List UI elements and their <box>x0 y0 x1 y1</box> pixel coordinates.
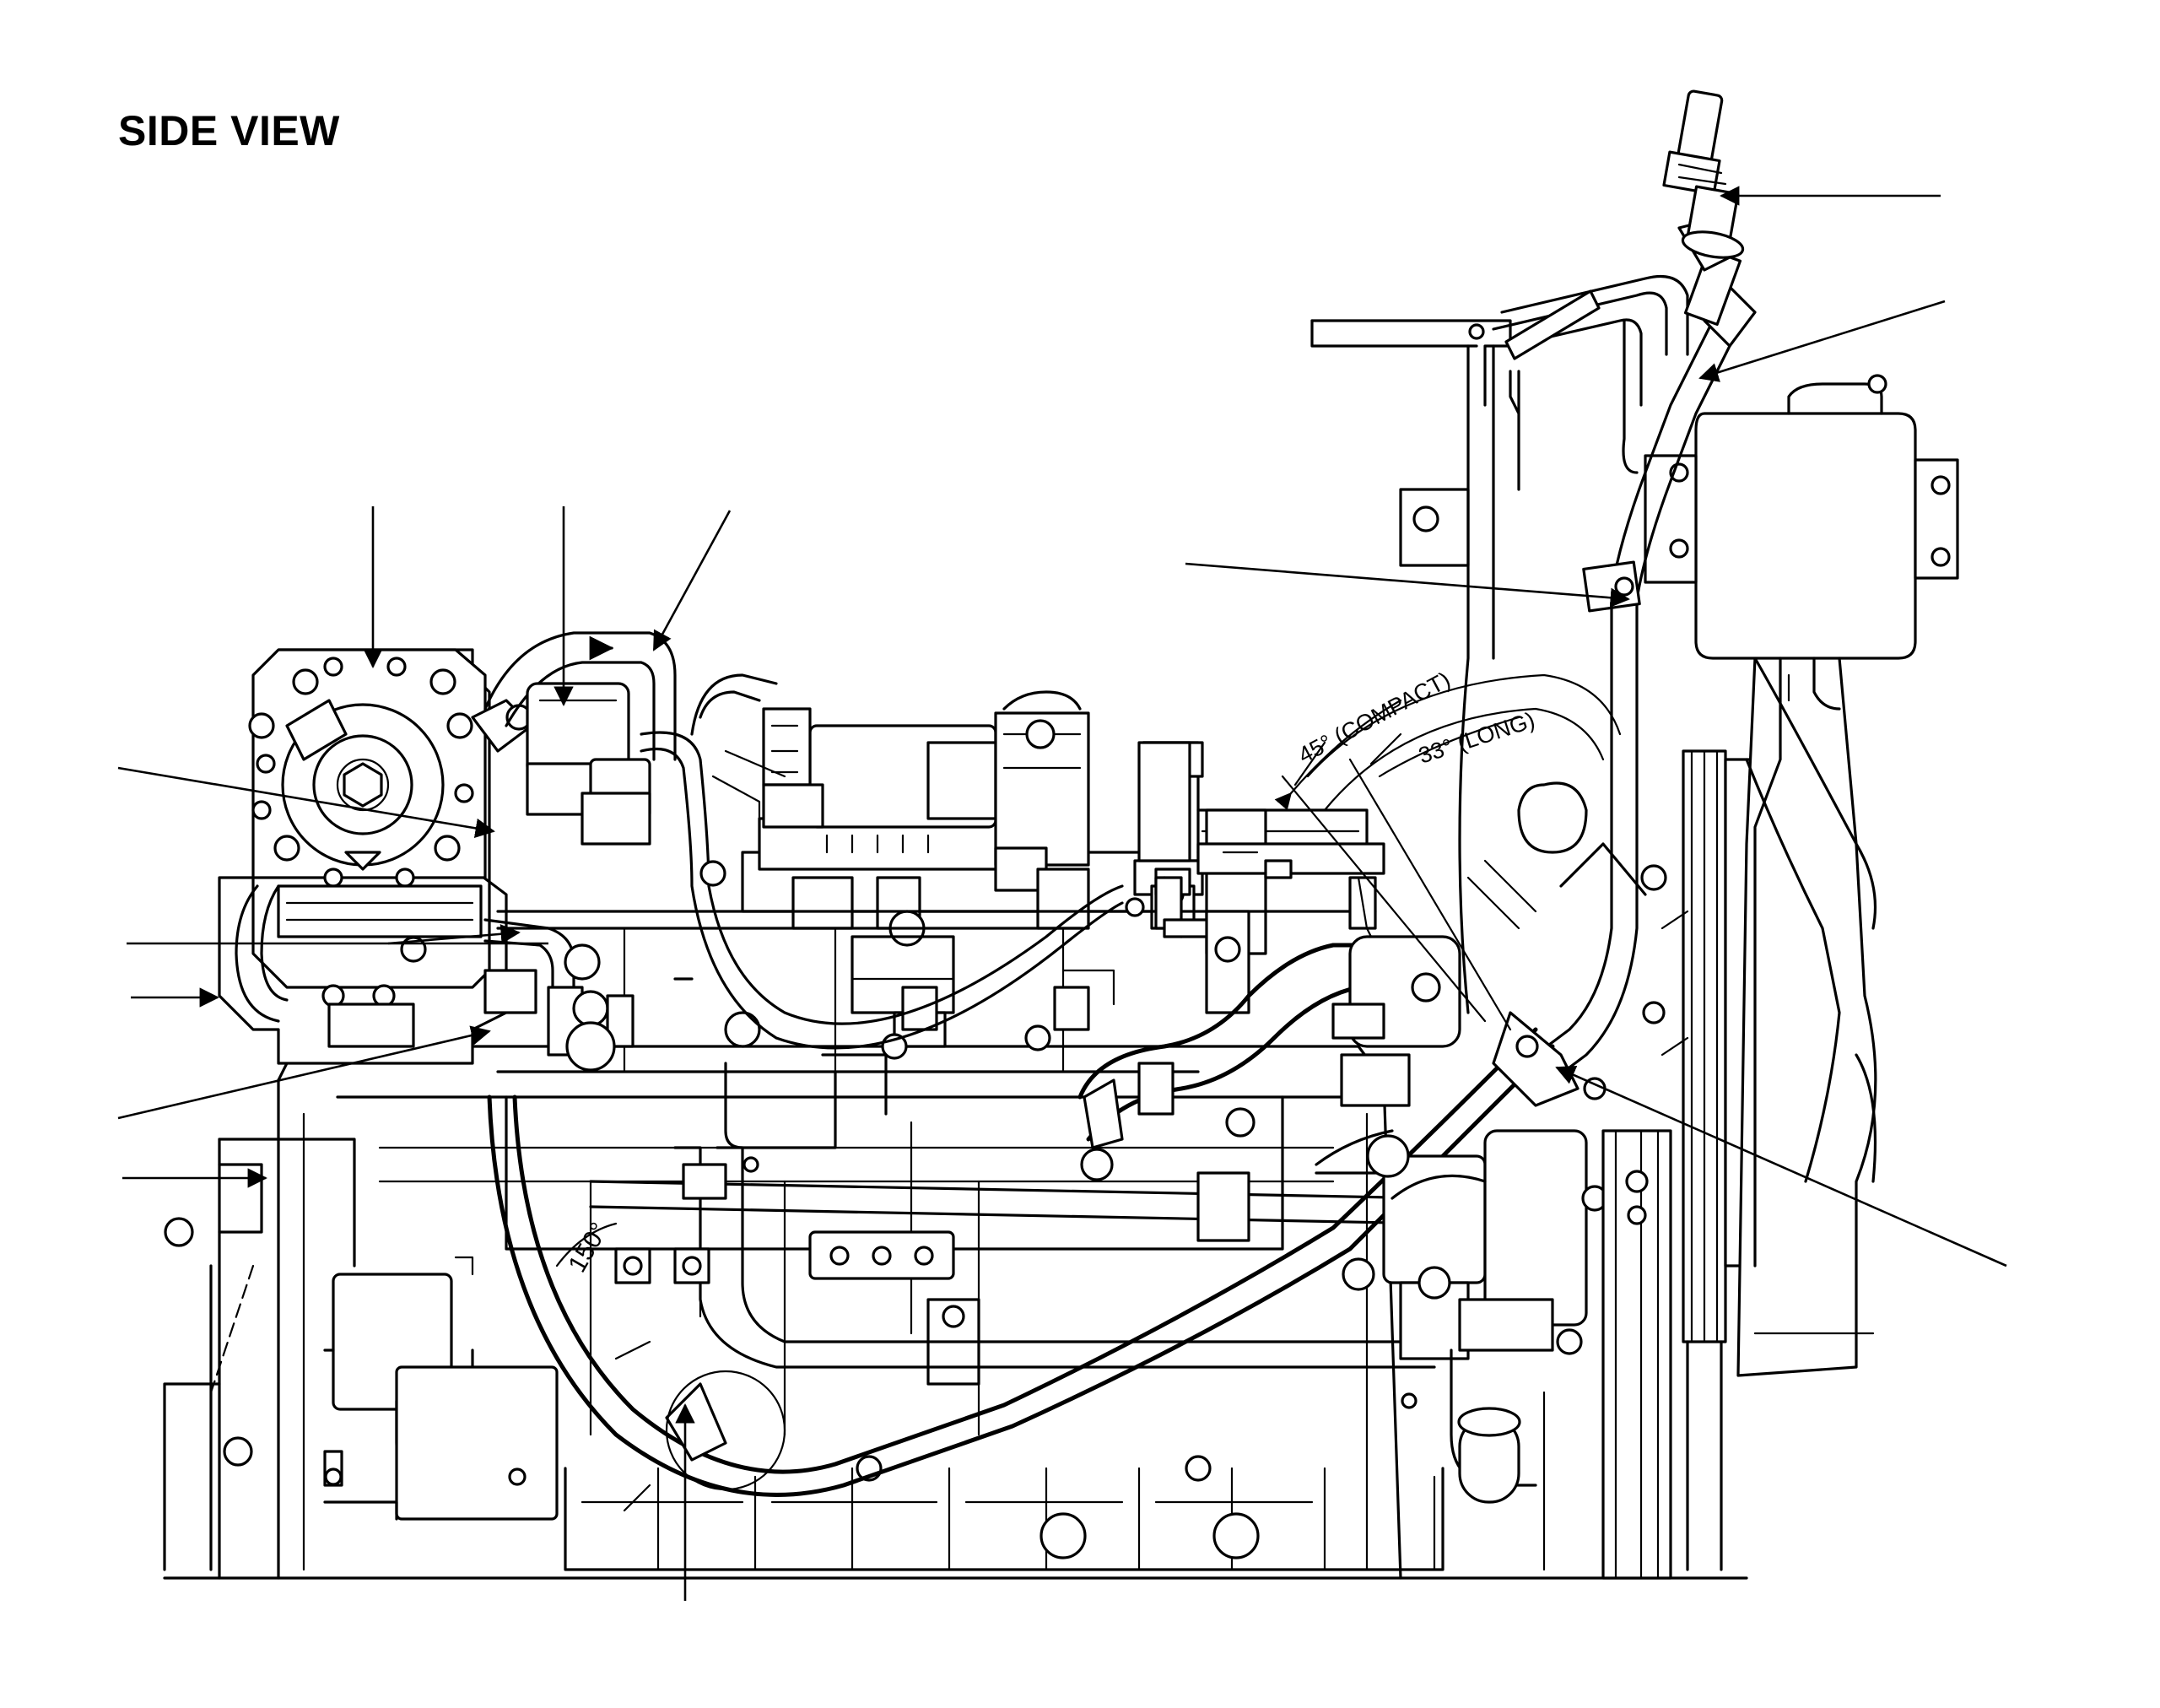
leader-fitting-c <box>117 1025 491 1120</box>
ac-compressor <box>218 648 533 1065</box>
receiver-drier <box>526 682 651 846</box>
leader-lower-clamp <box>1555 1065 2007 1267</box>
coolant-hose <box>1077 935 1461 1149</box>
top-fitting <box>1662 89 1745 259</box>
alternator-area <box>1315 842 1667 1178</box>
leader-fitting-a <box>117 766 495 838</box>
starter-motor <box>209 1256 559 1521</box>
timing-cover <box>1306 673 1622 930</box>
fuel-injection-components <box>690 673 1385 1048</box>
leader-lines <box>117 186 2007 1601</box>
water-pump-assembly <box>1315 1129 1608 1571</box>
lower-tubes <box>589 1146 1436 1386</box>
leader-fitting-b <box>387 924 521 945</box>
flywheel-housing <box>163 1163 263 1571</box>
radiator-frame <box>1310 274 1689 1014</box>
coolant-reservoir <box>1644 374 1959 1267</box>
crank-pulley <box>1601 1129 1672 1580</box>
fuel-return-hose <box>640 731 1145 1050</box>
leader-hose-upper <box>1698 300 1946 382</box>
cylinder-head <box>496 910 1377 1149</box>
cooling-fan <box>1736 657 1877 1377</box>
injector-lines <box>1137 741 1377 1014</box>
diagram-title: SIDE VIEW <box>118 107 340 154</box>
leader-discharge-hose <box>652 510 732 651</box>
engine-block <box>163 1045 1748 1580</box>
leader-hose-clip <box>1185 562 1630 608</box>
ac-discharge-hose <box>483 631 677 761</box>
